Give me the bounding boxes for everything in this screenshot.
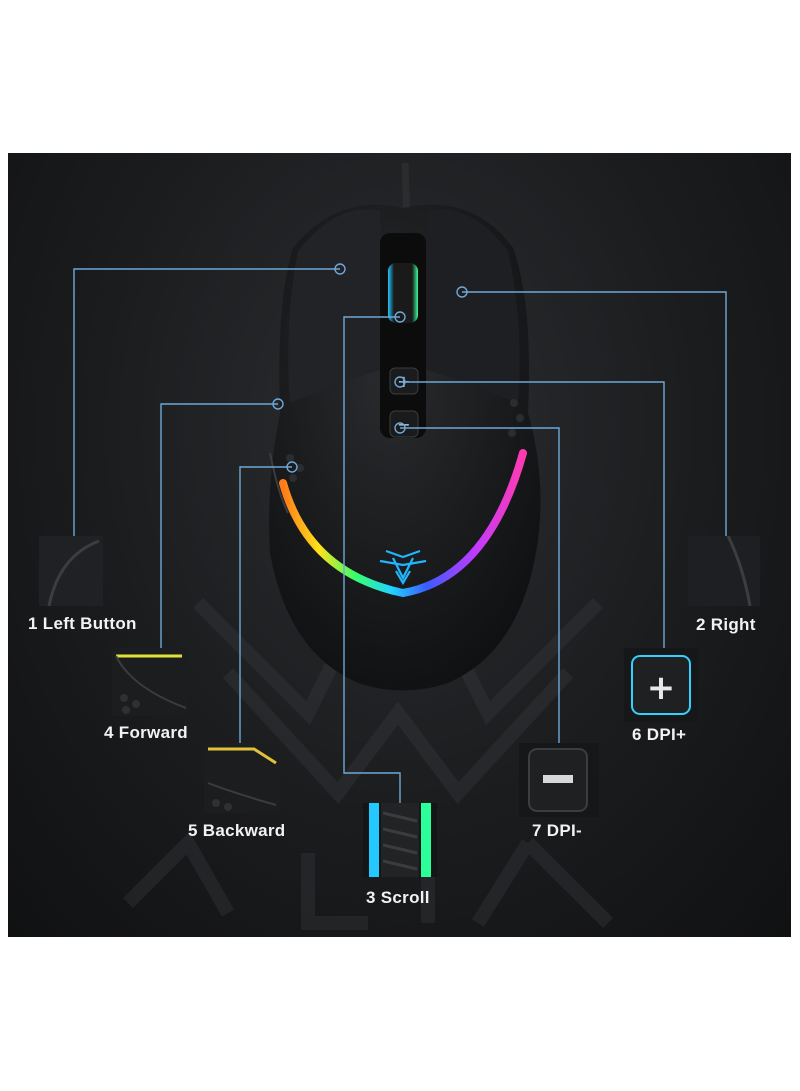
scroll-wheel	[388, 263, 418, 323]
backward-label: 5 Backward	[188, 821, 286, 840]
scroll-thumbnail	[363, 803, 437, 877]
dpi-minus-label: 7 DPI-	[532, 821, 582, 840]
scroll-label: 3 Scroll	[366, 888, 430, 907]
leader-lines	[73, 263, 727, 803]
product-figure: + −	[8, 153, 791, 937]
dpi-minus-thumbnail	[519, 743, 599, 817]
backward-thumbnail	[204, 743, 280, 813]
mouse-illustration: + −	[73, 162, 727, 930]
left-button-label: 1 Left Button	[28, 614, 137, 633]
right-button-thumbnail	[688, 536, 760, 606]
left-button-thumbnail	[39, 536, 103, 606]
svg-text:+: +	[647, 668, 676, 708]
dpi-plus-button-shape	[389, 367, 419, 395]
forward-label: 4 Forward	[104, 723, 188, 742]
forward-thumbnail	[112, 648, 188, 716]
spider-logo-icon	[379, 549, 427, 586]
dpi-plus-thumbnail: +	[624, 648, 698, 722]
logo-watermark	[123, 598, 613, 930]
dpi-plus-label: 6 DPI+	[632, 725, 687, 744]
right-button-label: 2 Right	[696, 615, 756, 634]
